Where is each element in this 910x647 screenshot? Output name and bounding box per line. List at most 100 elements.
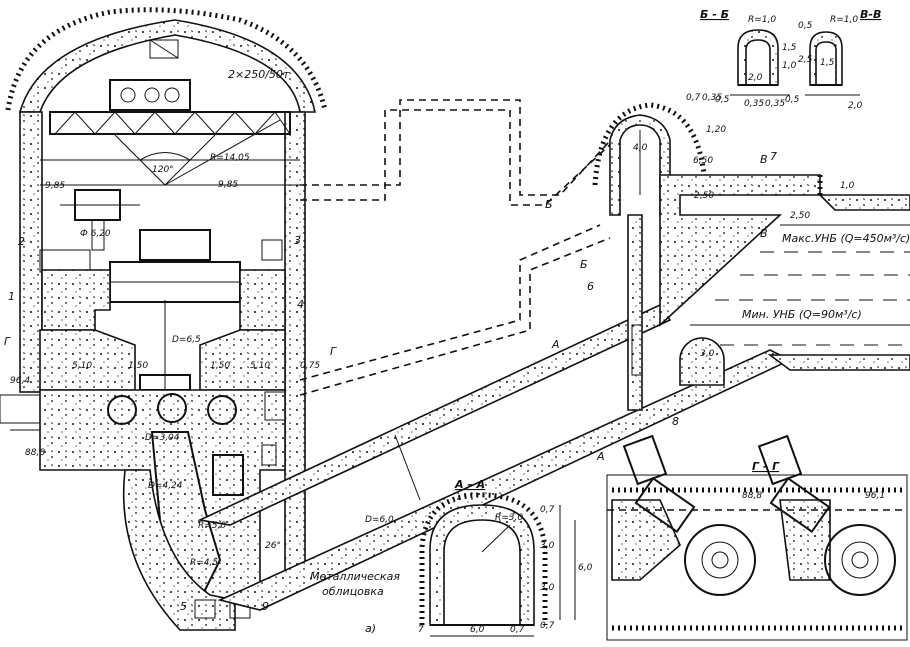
- svg-text:2: 2: [18, 235, 25, 248]
- svg-text:R=1,0: R=1,0: [830, 15, 858, 25]
- hall-left-wall: [19, 111, 43, 393]
- svg-text:В: В: [760, 227, 768, 240]
- svg-text:8: 8: [672, 415, 679, 428]
- svg-text:3,0: 3,0: [540, 541, 555, 551]
- svg-text:А: А: [596, 450, 605, 463]
- svg-text:5,10: 5,10: [72, 361, 92, 371]
- svg-text:88,8: 88,8: [25, 448, 45, 458]
- dashed-outline: [299, 99, 621, 396]
- tailrace-gallery: [659, 174, 821, 327]
- section-a-a: [419, 492, 576, 637]
- svg-text:D=3,04: D=3,04: [145, 433, 180, 443]
- tailwater: [690, 194, 910, 371]
- svg-text:1,0: 1,0: [840, 181, 855, 191]
- svg-text:0,35: 0,35: [702, 93, 722, 103]
- svg-text:3,0: 3,0: [540, 583, 555, 593]
- min-tailwater: Мин. УНБ (Q=90м³/с): [742, 308, 862, 321]
- svg-text:2,50: 2,50: [790, 211, 810, 221]
- svg-text:D=6,0: D=6,0: [365, 515, 394, 525]
- hall-right-wall: [284, 111, 306, 583]
- svg-text:D=6,5: D=6,5: [172, 335, 201, 345]
- svg-text:88,8: 88,8: [742, 491, 762, 501]
- machine-hall: [0, 7, 792, 631]
- svg-text:96,1: 96,1: [865, 491, 885, 501]
- svg-text:6,0: 6,0: [470, 625, 485, 635]
- svg-text:9,85: 9,85: [45, 181, 65, 191]
- svg-text:120°: 120°: [152, 165, 174, 175]
- floor-left: [41, 269, 111, 331]
- svg-text:R=3,0: R=3,0: [495, 513, 523, 523]
- svg-text:D=4,24: D=4,24: [148, 481, 183, 491]
- svg-text:0,5: 0,5: [715, 95, 730, 105]
- turbine-block-right: [199, 329, 286, 391]
- svg-text:4: 4: [297, 298, 304, 311]
- section-b-b: [730, 29, 790, 96]
- svg-text:4,0: 4,0: [633, 143, 648, 153]
- svg-text:а): а): [365, 622, 376, 635]
- svg-text:5: 5: [180, 600, 187, 613]
- section-v-v: [805, 31, 860, 96]
- svg-text:0,35: 0,35: [765, 99, 785, 109]
- vault-vent: [149, 39, 179, 59]
- svg-text:Б: Б: [580, 258, 588, 271]
- crane-trolley: [109, 79, 191, 111]
- svg-text:2,50: 2,50: [694, 191, 714, 201]
- svg-text:0,5: 0,5: [785, 95, 800, 105]
- gate-shaft: [592, 102, 823, 411]
- svg-text:R=4,5: R=4,5: [190, 558, 218, 568]
- svg-text:1,0: 1,0: [782, 61, 797, 71]
- svg-text:1,20: 1,20: [706, 125, 726, 135]
- svg-text:9,85: 9,85: [218, 180, 238, 190]
- svg-text:2,0: 2,0: [748, 73, 763, 83]
- svg-text:0,7: 0,7: [540, 505, 555, 515]
- svg-text:0,35: 0,35: [744, 99, 764, 109]
- svg-text:6,0: 6,0: [578, 563, 593, 573]
- svg-text:1: 1: [8, 290, 15, 303]
- floor-right: [239, 269, 286, 331]
- svg-text:0,7: 0,7: [686, 93, 701, 103]
- svg-text:0,75: 0,75: [300, 361, 320, 371]
- svg-text:1,5: 1,5: [820, 58, 835, 68]
- shaft-wall: [627, 214, 643, 411]
- svg-text:96,4: 96,4: [10, 376, 30, 386]
- svg-text:5,10: 5,10: [250, 361, 270, 371]
- crane-bridge: [49, 111, 291, 135]
- svg-text:0,7: 0,7: [510, 625, 525, 635]
- section-v-v-title: В-В: [860, 8, 881, 21]
- svg-text:R=14,05: R=14,05: [210, 153, 250, 163]
- section-g-g: [606, 434, 908, 641]
- svg-text:0,5: 0,5: [798, 21, 813, 31]
- section-g-g-title: Г – Г: [752, 460, 780, 473]
- svg-text:6,50: 6,50: [693, 156, 713, 166]
- svg-text:Б: Б: [545, 198, 553, 211]
- svg-text:Металлическая: Металлическая: [310, 570, 400, 583]
- svg-text:3: 3: [294, 234, 301, 247]
- svg-text:1,50: 1,50: [128, 361, 148, 371]
- max-tailwater: Макс.УНБ (Q=450м³/с): [782, 232, 910, 245]
- svg-text:Г: Г: [4, 335, 11, 348]
- svg-text:2,0: 2,0: [848, 101, 863, 111]
- svg-text:9: 9: [262, 600, 269, 613]
- svg-text:В: В: [760, 153, 768, 166]
- exciter: [139, 229, 211, 261]
- svg-text:1,50: 1,50: [210, 361, 230, 371]
- turbine-block-left: [39, 329, 136, 391]
- svg-text:6: 6: [587, 280, 594, 293]
- dome-vault: [18, 19, 316, 113]
- svg-text:Г: Г: [330, 345, 337, 358]
- section-b-b-title: Б - Б: [700, 8, 729, 21]
- section-a-a-title: А – А: [454, 478, 485, 491]
- svg-text:R=1,0: R=1,0: [748, 15, 776, 25]
- svg-text:0,7: 0,7: [540, 621, 555, 631]
- svg-text:7: 7: [770, 150, 777, 163]
- svg-text:26°: 26°: [265, 541, 281, 551]
- svg-text:7: 7: [418, 625, 424, 635]
- svg-text:А: А: [551, 338, 560, 351]
- svg-text:1,5: 1,5: [782, 43, 797, 53]
- crane-capacity: 2×250/50т: [228, 68, 290, 81]
- labels: 2×250/50т 120° R=14,05 9,85 9,85 Ф 6,20 …: [4, 8, 910, 635]
- svg-text:3,0: 3,0: [700, 349, 715, 359]
- svg-text:облицовка: облицовка: [322, 585, 384, 598]
